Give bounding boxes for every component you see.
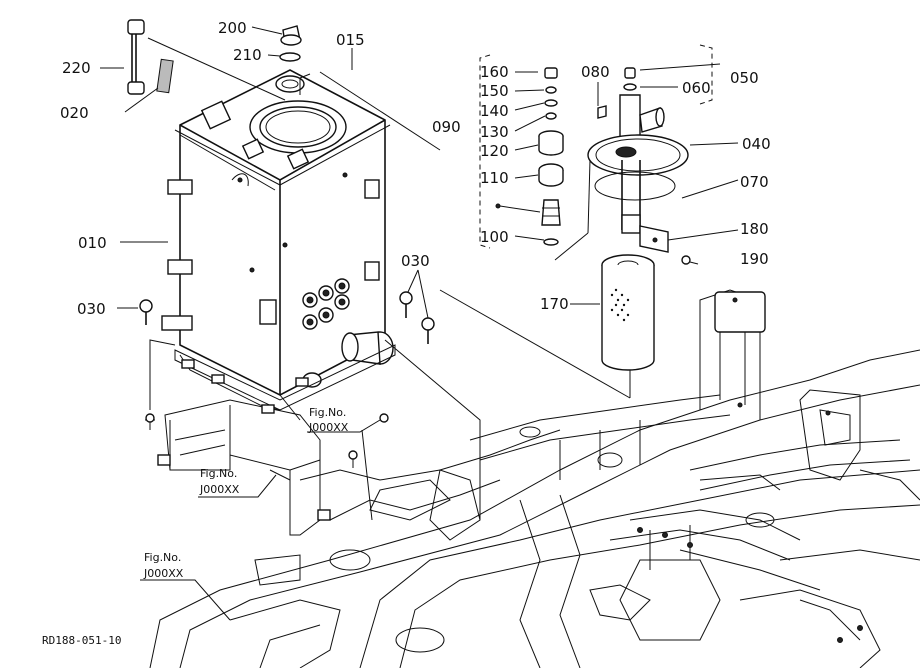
- callout-150[interactable]: 150: [480, 82, 509, 100]
- figref-2-line1: Fig.No.: [200, 467, 237, 480]
- callout-220[interactable]: 220: [62, 59, 91, 77]
- breather-parts: [495, 67, 564, 246]
- cap-o-ring: [279, 52, 301, 62]
- bolt-030-right: [399, 291, 435, 344]
- callout-090[interactable]: 090: [432, 118, 461, 136]
- level-gauge: [127, 19, 145, 95]
- small-bolts: [348, 413, 389, 468]
- callout-030-right[interactable]: 030: [401, 252, 430, 270]
- callout-050[interactable]: 050: [730, 69, 759, 87]
- fuel-cap: [280, 25, 302, 46]
- figref-1[interactable]: Fig.No. J000XX: [307, 406, 381, 434]
- bolt-030-left: [139, 299, 153, 325]
- figref-3[interactable]: Fig.No. J000XX: [140, 551, 231, 621]
- callout-070[interactable]: 070: [740, 173, 769, 191]
- gasket-pad: [156, 58, 174, 94]
- figref-3-line2: J000XX: [143, 567, 184, 580]
- callout-020[interactable]: 020: [60, 104, 89, 122]
- figref-2[interactable]: Fig.No. J000XX: [198, 467, 277, 498]
- callout-labels: 200 210 015 220 020 090 160 150 140 130 …: [60, 19, 771, 318]
- callout-100[interactable]: 100: [480, 228, 509, 246]
- callout-060[interactable]: 060: [682, 79, 711, 97]
- drawing-code: RD188-051-10: [42, 634, 121, 647]
- lower-bracket: [145, 399, 331, 586]
- callout-160[interactable]: 160: [480, 63, 509, 81]
- callout-180[interactable]: 180: [740, 220, 769, 238]
- callout-080[interactable]: 080: [581, 63, 610, 81]
- callout-200[interactable]: 200: [218, 19, 247, 37]
- filter-head: [587, 67, 699, 265]
- callout-130[interactable]: 130: [480, 123, 509, 141]
- callout-015[interactable]: 015: [336, 31, 365, 49]
- fuel-tank: [161, 69, 396, 414]
- callout-120[interactable]: 120: [480, 142, 509, 160]
- group-bracket-head: [699, 44, 713, 105]
- figref-3-line1: Fig.No.: [144, 551, 181, 564]
- filter-element: [601, 254, 655, 371]
- callout-040[interactable]: 040: [742, 135, 771, 153]
- callout-190[interactable]: 190: [740, 250, 769, 268]
- callout-210[interactable]: 210: [233, 46, 262, 64]
- callout-170[interactable]: 170: [540, 295, 569, 313]
- figref-1-line2: J000XX: [308, 421, 349, 434]
- figref-1-line1: Fig.No.: [309, 406, 346, 419]
- callout-110[interactable]: 110: [480, 169, 509, 187]
- leader-lines: [100, 26, 739, 521]
- callout-030-left[interactable]: 030: [77, 300, 106, 318]
- port-cluster: [302, 278, 350, 330]
- chassis-frame: [149, 289, 920, 668]
- group-bracket-breather: [479, 54, 491, 249]
- callout-010[interactable]: 010: [78, 234, 107, 252]
- figref-2-line2: J000XX: [199, 483, 240, 496]
- callout-140[interactable]: 140: [480, 102, 509, 120]
